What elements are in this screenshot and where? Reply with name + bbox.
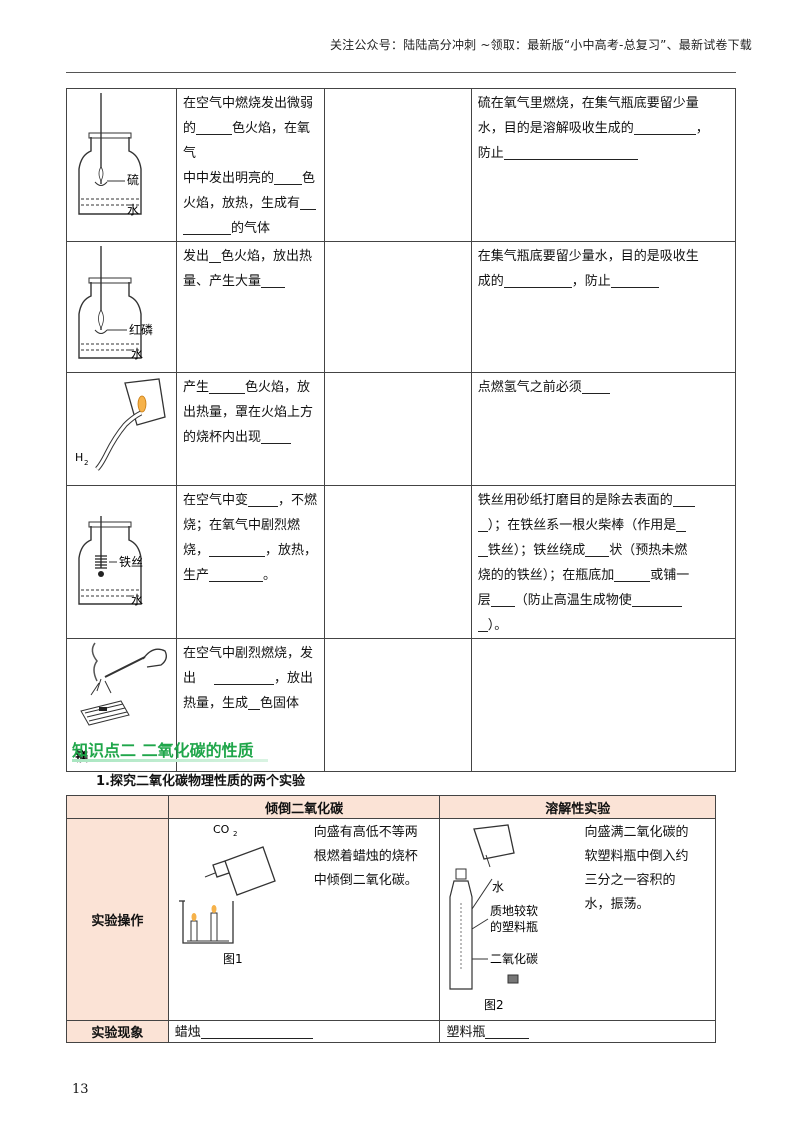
table-row: 铁丝 水 在空气中变，不燃 烧；在氧气中剧烈燃 烧，，放热， 生产。 铁丝用砂纸…	[66, 485, 737, 639]
phosphorus-bottle-figure: 红磷 水	[78, 246, 153, 361]
iron-bottle-figure: 铁丝 水	[78, 516, 143, 607]
table-row: 实验操作 CO 2 图1	[66, 818, 716, 1021]
section-title-highlight	[72, 759, 268, 762]
section-title: 知识点二 二氧化碳的性质	[72, 741, 254, 760]
phenomenon-cell: 在空气中燃烧发出微弱 的色火焰，在氧气 中中发出明亮的色 火焰，放热，生成有 的…	[176, 88, 325, 242]
page-header: 关注公众号：陆陆高分冲刺 ~领取：最新版“小中高考-总复习”、最新试卷下载	[329, 38, 752, 52]
note-cell: 硫在氧气里燃烧，在集气瓶底要留少量 水，目的是溶解吸收生成的， 防止	[470, 88, 737, 242]
empty-cell	[323, 241, 472, 373]
magnesium-figure-cell: 镁	[66, 638, 177, 772]
combustion-table: 硫 水 在空气中燃烧发出微弱 的色火焰，在氧气 中中发出明亮的色 火焰，放热，生…	[66, 88, 737, 772]
phenomenon-cell: 在空气中变，不燃 烧；在氧气中剧烈燃 烧，，放热， 生产。	[176, 485, 325, 639]
row-label-phenomenon: 实验现象	[66, 1020, 169, 1043]
solubility-cell: 水 质地较软 的塑料瓶 二氧化碳 图2 向盛满二氧化碳的 软塑料瓶中倒入约 三分…	[439, 818, 716, 1021]
table-row: 镁 在空气中剧烈燃烧，发 出，放出 热量，生成色固体	[66, 638, 737, 772]
subsection-title: 1.探究二氧化碳物理性质的两个实验	[96, 774, 305, 789]
table-row: 硫 水 在空气中燃烧发出微弱 的色火焰，在氧气 中中发出明亮的色 火焰，放热，生…	[66, 88, 737, 242]
label-co2-gas: 二氧化碳	[490, 952, 538, 966]
label-red-phosphorus: 红磷	[129, 322, 153, 337]
note-cell: 铁丝用砂纸打磨目的是除去表面的 ）；在铁丝系一根火柴棒（作用是 铁丝）；铁丝绕成…	[470, 485, 737, 639]
empty-cell	[323, 485, 472, 639]
label-iron-wire: 铁丝	[119, 555, 143, 569]
empty-cell	[323, 638, 472, 772]
label-h2-subscript: 2	[84, 459, 88, 467]
solubility-description: 向盛满二氧化碳的 软塑料瓶中倒入约 三分之一容积的 水，振荡。	[584, 825, 689, 912]
hydrogen-figure-cell: H 2	[66, 372, 177, 486]
hydrogen-beaker-figure: H 2	[75, 378, 166, 471]
label-water: 水	[492, 880, 504, 894]
header-divider	[66, 72, 736, 73]
header-empty	[66, 795, 169, 819]
label-water: 水	[131, 347, 143, 361]
pouring-co2-figure: CO 2 图1	[178, 823, 276, 966]
empty-cell	[470, 638, 737, 772]
pouring-cell: CO 2 图1 向盛有高低不等两 根燃着蜡烛的烧杯	[167, 818, 441, 1021]
solubility-bottle-figure: 水 质地较软 的塑料瓶 二氧化碳 图2	[449, 824, 538, 1012]
observation-cell-1: 蜡烛	[167, 1020, 441, 1043]
figure1-caption: 图1	[223, 952, 243, 966]
row-label-operation: 实验操作	[66, 818, 169, 1021]
label-h2: H	[75, 451, 83, 464]
table-row: H 2 产生色火焰，放 出热量，罩在火焰上方 的烧杯内出现 点燃氢气之前必须	[66, 372, 737, 486]
label-sulfur: 硫	[127, 172, 139, 187]
phenomenon-cell: 在空气中剧烈燃烧，发 出，放出 热量，生成色固体	[176, 638, 325, 772]
table-row: 实验现象 蜡烛 塑料瓶	[66, 1020, 716, 1043]
label-soft-bottle-2: 的塑料瓶	[490, 919, 538, 934]
phenomenon-cell: 发出色火焰，放出热 量、产生大量	[176, 241, 325, 373]
header-pouring: 倾倒二氧化碳	[167, 795, 441, 819]
sulfur-figure-cell: 硫 水	[66, 88, 177, 242]
sulfur-bottle-figure: 硫 水	[78, 93, 142, 217]
figure2-caption: 图2	[484, 998, 504, 1012]
phosphorus-figure-cell: 红磷 水	[66, 241, 177, 373]
label-co2-subscript: 2	[233, 830, 237, 838]
page-number: 13	[72, 1082, 89, 1097]
header-solubility: 溶解性实验	[439, 795, 716, 819]
label-soft-bottle-1: 质地较软	[490, 903, 538, 918]
note-cell: 在集气瓶底要留少量水，目的是吸收生 成的，防止	[470, 241, 737, 373]
table-header-row: 倾倒二氧化碳 溶解性实验	[66, 795, 716, 819]
table-row: 红磷 水 发出色火焰，放出热 量、产生大量 在集气瓶底要留少量水，目的是吸收生 …	[66, 241, 737, 373]
iron-figure-cell: 铁丝 水	[66, 485, 177, 639]
observation-cell-2: 塑料瓶	[439, 1020, 716, 1043]
label-co2: CO	[213, 823, 230, 836]
co2-experiment-table: 倾倒二氧化碳 溶解性实验 实验操作 CO 2 图1	[66, 795, 716, 1043]
empty-cell	[323, 372, 472, 486]
empty-cell	[323, 88, 472, 242]
pouring-description: 向盛有高低不等两 根燃着蜡烛的烧杯 中倾倒二氧化碳。	[313, 825, 418, 888]
note-cell: 点燃氢气之前必须	[470, 372, 737, 486]
label-water: 水	[127, 203, 139, 217]
phenomenon-cell: 产生色火焰，放 出热量，罩在火焰上方 的烧杯内出现	[176, 372, 325, 486]
label-water: 水	[131, 593, 143, 607]
